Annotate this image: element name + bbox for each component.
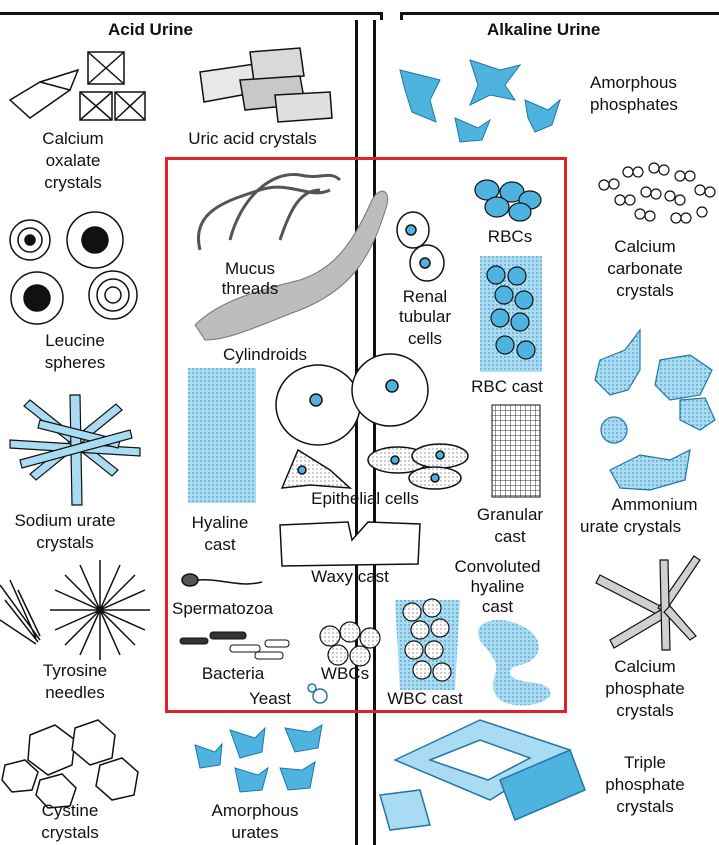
label-granular-1: Granular (460, 504, 560, 526)
calcium-carbonate-drawing (599, 163, 715, 223)
cystine-drawing (2, 720, 138, 808)
label-cylindroids: Cylindroids (195, 344, 335, 366)
label-wbcs: WBCs (310, 663, 380, 685)
label-mucus-2: threads (205, 278, 295, 300)
label-rbc-cast: RBC cast (452, 376, 562, 398)
label-cystine-2: crystals (15, 822, 125, 844)
label-wbc-cast: WBC cast (370, 688, 480, 710)
label-amorphous-urates-2: urates (190, 822, 320, 844)
label-calcium-phosphate-1: Calcium (590, 656, 700, 678)
label-leucine-1: Leucine (20, 330, 130, 352)
label-calcium-oxalate-1: Calcium (18, 128, 128, 150)
label-calcium-oxalate-2: oxalate (18, 150, 128, 172)
label-calcium-carbonate-2: carbonate (590, 258, 700, 280)
ammonium-urate-drawing (595, 330, 715, 490)
label-cystine-1: Cystine (15, 800, 125, 822)
label-renal-1: Renal (380, 286, 470, 308)
triple-phosphate-drawing (380, 720, 585, 830)
label-epithelial: Epithelial cells (285, 488, 445, 510)
label-uric-acid: Uric acid crystals (155, 128, 350, 150)
label-renal-3: cells (380, 328, 470, 350)
label-convoluted-1: Convoluted (435, 556, 560, 578)
label-ammonium-urate-1: Ammonium (590, 494, 719, 516)
calcium-oxalate-drawing (10, 52, 145, 120)
amorphous-urates-drawing (195, 725, 322, 792)
tyrosine-drawing (0, 560, 150, 660)
label-leucine-2: spheres (20, 352, 130, 374)
label-calcium-oxalate-3: crystals (18, 172, 128, 194)
uric-acid-drawing (200, 48, 332, 122)
label-convoluted-3: cast (435, 596, 560, 618)
label-sodium-urate-1: Sodium urate (0, 510, 150, 532)
label-ammonium-urate-2: urate crystals (580, 516, 719, 538)
label-yeast: Yeast (235, 688, 305, 710)
calcium-phosphate-drawing (596, 556, 700, 650)
amorphous-phosphates-drawing (400, 60, 560, 142)
label-triple-phosphate-1: Triple (590, 752, 700, 774)
label-calcium-phosphate-3: crystals (590, 700, 700, 722)
leucine-drawing (10, 212, 137, 324)
label-mucus-1: Mucus (205, 258, 295, 280)
label-calcium-phosphate-2: phosphate (590, 678, 700, 700)
label-waxy: Waxy cast (290, 566, 410, 588)
label-amorphous-phosphates-2: phosphates (590, 94, 719, 116)
label-amorphous-phosphates-1: Amorphous (590, 72, 719, 94)
label-tyrosine-2: needles (20, 682, 130, 704)
label-convoluted-2: hyaline (435, 576, 560, 598)
label-triple-phosphate-3: crystals (590, 796, 700, 818)
label-granular-2: cast (460, 526, 560, 548)
label-spermatozoa: Spermatozoa (172, 598, 302, 620)
label-renal-2: tubular (380, 306, 470, 328)
label-amorphous-urates-1: Amorphous (190, 800, 320, 822)
label-calcium-carbonate-3: crystals (590, 280, 700, 302)
label-hyaline-1: Hyaline (175, 512, 265, 534)
label-triple-phosphate-2: phosphate (590, 774, 700, 796)
sodium-urate-drawing (10, 395, 140, 505)
label-rbcs: RBCs (470, 226, 550, 248)
label-sodium-urate-2: crystals (0, 532, 150, 554)
label-tyrosine-1: Tyrosine (20, 660, 130, 682)
label-bacteria: Bacteria (188, 663, 278, 685)
label-hyaline-2: cast (175, 534, 265, 556)
label-calcium-carbonate-1: Calcium (590, 236, 700, 258)
